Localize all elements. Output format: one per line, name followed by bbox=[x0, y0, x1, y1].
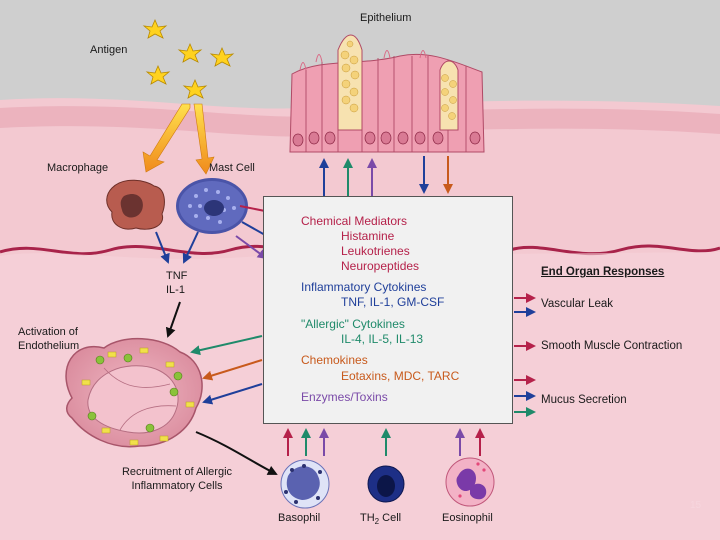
eosinophil-cell bbox=[445, 457, 495, 507]
tnf-label: TNF bbox=[166, 270, 188, 282]
inflammatory-cytokines-items: TNF, IL-1, GM-CSF bbox=[341, 295, 445, 309]
th2-main: TH bbox=[360, 512, 375, 524]
slide-number: 15 bbox=[690, 500, 702, 511]
il1-label: IL-1 bbox=[166, 284, 185, 296]
allergic-cytokines-title: "Allergic" Cytokines bbox=[301, 317, 405, 331]
allergic-cytokines-items: IL-4, IL-5, IL-13 bbox=[341, 332, 424, 346]
basement-membrane-right bbox=[509, 244, 720, 256]
basophil-label: Basophil bbox=[278, 512, 321, 524]
mediator-box: Chemical Mediators Histamine Leukotriene… bbox=[263, 196, 513, 424]
tnf-arrows bbox=[155, 231, 278, 475]
vascular-leak-label: Vascular Leak bbox=[541, 298, 614, 310]
antigen-label: Antigen bbox=[90, 44, 128, 56]
th2-sub: 2 bbox=[374, 517, 380, 527]
th2-rest: Cell bbox=[379, 512, 402, 524]
neuropeptides-item: Neuropeptides bbox=[341, 259, 420, 273]
leukotrienes-item: Leukotrienes bbox=[341, 244, 410, 258]
smooth-muscle-label: Smooth Muscle Contraction bbox=[541, 340, 683, 352]
th2-cell-label: TH2 Cell bbox=[360, 512, 401, 528]
end-organ-responses-title: End Organ Responses bbox=[541, 266, 665, 278]
histamine-item: Histamine bbox=[341, 229, 395, 243]
epithelium-label: Epithelium bbox=[360, 12, 412, 24]
mast-cell-label: Mast Cell bbox=[209, 162, 255, 174]
recruitment-label-1: Recruitment of Allergic bbox=[121, 466, 233, 478]
basophil-cell bbox=[280, 459, 330, 509]
antigen-stars bbox=[142, 18, 235, 99]
enzymes-toxins-title: Enzymes/Toxins bbox=[301, 390, 388, 404]
macrophage-label: Macrophage bbox=[47, 162, 109, 174]
macrophage-cell bbox=[106, 179, 165, 230]
endothelium-label: Endothelium bbox=[18, 340, 80, 352]
endothelium-arrows bbox=[190, 335, 263, 405]
mucus-secretion-label: Mucus Secretion bbox=[541, 394, 627, 406]
epithelium-cells bbox=[289, 34, 485, 153]
activation-label: Activation of bbox=[18, 326, 78, 338]
inflammatory-cytokines-title: Inflammatory Cytokines bbox=[301, 280, 427, 294]
eosinophil-label: Eosinophil bbox=[442, 512, 493, 524]
response-arrows bbox=[514, 293, 536, 417]
chemokines-title: Chemokines bbox=[301, 353, 368, 367]
blood-vessel bbox=[65, 338, 203, 448]
antigen-arrows bbox=[142, 103, 215, 175]
mast-cell bbox=[176, 178, 248, 234]
recruitment-label-2: Inflammatory Cells bbox=[131, 480, 223, 492]
epithelium-arrows bbox=[319, 156, 453, 196]
th2-cell bbox=[367, 465, 405, 503]
chemical-mediators-title: Chemical Mediators bbox=[301, 214, 408, 228]
chemokines-items: Eotaxins, MDC, TARC bbox=[341, 369, 460, 383]
cells-to-box-arrows bbox=[283, 428, 485, 456]
